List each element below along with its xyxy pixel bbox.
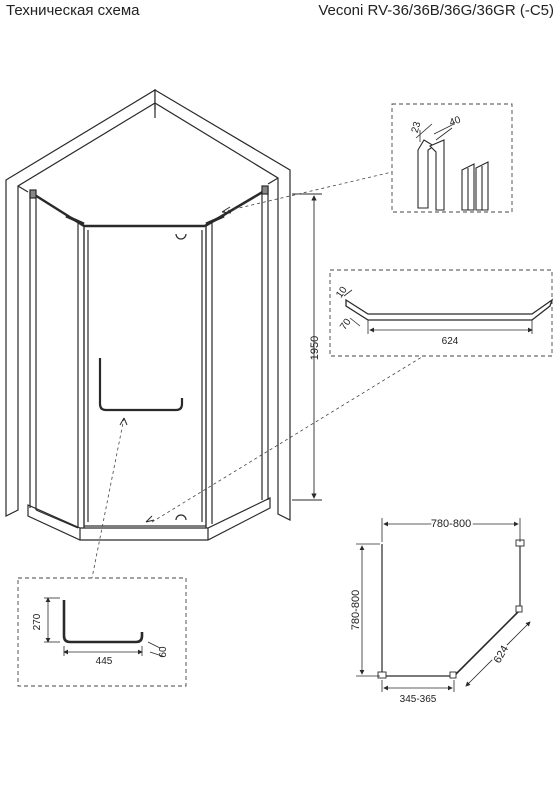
profile-width-label: 40 — [448, 114, 463, 128]
plan-view — [356, 518, 531, 692]
plan-diagonal-label: 624 — [492, 644, 512, 666]
handle-offset-label: 60 — [158, 646, 169, 658]
profile-detail — [391, 103, 513, 213]
diagram-title: Техническая схема — [6, 2, 140, 19]
enclosure-view — [5, 88, 291, 541]
handle-length-label: 445 — [96, 656, 113, 667]
top-bar-detail — [329, 269, 554, 357]
height-label: 1950 — [309, 336, 321, 360]
plan-width-label: 780-800 — [431, 518, 471, 530]
leader-lines — [91, 171, 431, 579]
model-name: Veconi RV-36/36B/36G/36GR (-C5) — [318, 2, 554, 19]
plan-door-offset-label: 345-365 — [400, 694, 437, 705]
top-bar-length-label: 624 — [442, 336, 459, 347]
shower-tray — [27, 497, 271, 541]
height-dimension — [292, 193, 322, 501]
left-wall — [5, 88, 156, 517]
handle-detail — [17, 577, 187, 687]
handle-height-label: 270 — [32, 613, 43, 630]
profile-depth-label: 23 — [410, 120, 424, 134]
plan-depth-label: 780-800 — [350, 590, 362, 630]
right-wall — [154, 88, 291, 521]
